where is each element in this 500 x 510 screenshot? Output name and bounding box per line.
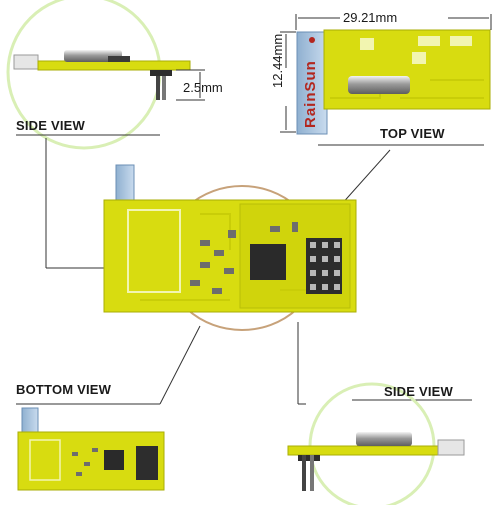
height-dimension-label: 12.44mm	[270, 33, 285, 88]
chip	[250, 244, 286, 280]
top-view-label: TOP VIEW	[380, 126, 445, 141]
main-board	[103, 164, 357, 331]
width-dimension-label: 29.21mm	[343, 10, 398, 25]
side-view-top	[6, 0, 205, 150]
brand-mark: RainSun	[302, 60, 319, 128]
antenna-part	[437, 439, 465, 456]
pin-header	[150, 70, 172, 76]
bottom-view	[16, 403, 165, 491]
pcb-board	[37, 60, 191, 71]
pin-dimension-label: 2.5mm	[183, 80, 223, 95]
pin-header	[306, 238, 342, 294]
ceramic-antenna	[296, 31, 328, 135]
antenna-part	[13, 54, 39, 70]
pin-header	[136, 446, 158, 480]
pcb-board	[287, 445, 439, 456]
crystal	[356, 432, 412, 446]
pin-header	[298, 455, 320, 461]
top-view	[280, 14, 492, 146]
crystal	[348, 76, 410, 94]
crystal	[64, 50, 122, 62]
bottom-view-label: BOTTOM VIEW	[16, 382, 112, 397]
side-view-label-bottom: SIDE VIEW	[384, 384, 453, 399]
chip	[104, 450, 124, 470]
side-view-bottom	[287, 382, 472, 510]
side-view-label-top: SIDE VIEW	[16, 118, 85, 133]
ceramic-antenna	[115, 164, 135, 206]
